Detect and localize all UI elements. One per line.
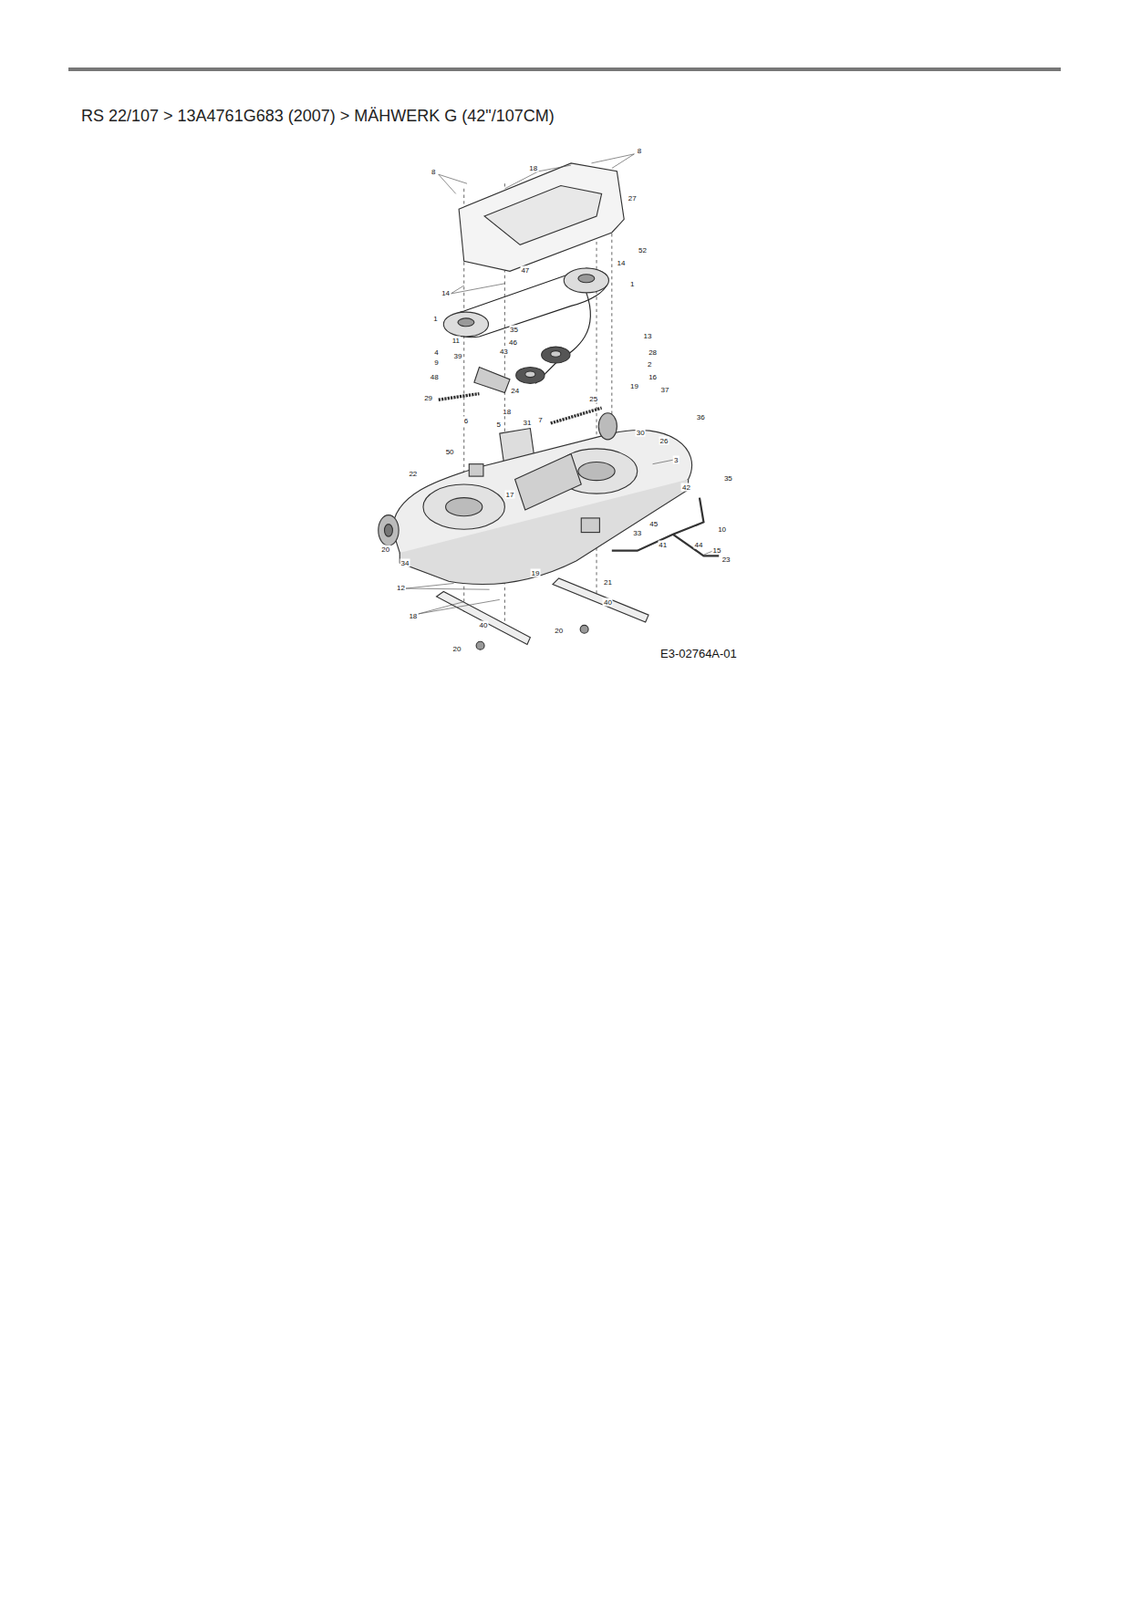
- callout-number: 14: [615, 259, 626, 268]
- callout-number: 40: [602, 597, 613, 606]
- callout-number: 14: [440, 288, 451, 297]
- callout-number: 12: [395, 583, 406, 592]
- callout-number: 48: [429, 372, 440, 381]
- callout-number: 18: [528, 164, 539, 173]
- callout-number: 35: [723, 474, 734, 483]
- callout-number: 5: [496, 420, 502, 429]
- callout-number: 20: [451, 644, 462, 654]
- callout-number: 21: [602, 578, 613, 587]
- callout-number: 46: [508, 337, 519, 346]
- callout-number: 25: [588, 394, 599, 404]
- drawing-number: E3-02764A-01: [659, 647, 738, 661]
- callout-number: 11: [451, 336, 461, 345]
- callout-number: 19: [629, 381, 640, 390]
- callout-number: 29: [423, 394, 434, 403]
- callout-number: 42: [681, 483, 692, 492]
- callout-number: 19: [530, 569, 541, 578]
- callout-number: 2: [646, 360, 653, 369]
- callout-number: 34: [399, 559, 410, 568]
- callout-number: 1: [432, 313, 438, 322]
- callout-number: 20: [380, 544, 391, 553]
- callout-number: 22: [407, 468, 418, 478]
- callout-number: 23: [721, 554, 732, 563]
- callout-number: 33: [632, 528, 643, 537]
- callout-number: 16: [647, 372, 658, 381]
- callout-number: 26: [658, 436, 669, 446]
- callout-number: 8: [430, 166, 436, 176]
- callout-number: 28: [647, 347, 658, 356]
- callout-number: 40: [478, 621, 489, 630]
- callout-number: 9: [433, 357, 439, 366]
- callout-number: 45: [648, 518, 659, 528]
- callout-number: 27: [627, 193, 638, 202]
- page-title: RS 22/107 > 13A4761G683 (2007) > MÄHWERK…: [81, 106, 555, 126]
- callout-number: 1: [629, 279, 635, 288]
- callout-number: 6: [463, 415, 469, 425]
- callout-number: 24: [509, 386, 520, 395]
- callout-number: 31: [522, 417, 533, 426]
- callout-number: 3: [673, 456, 679, 465]
- callout-number: 18: [407, 612, 418, 621]
- callout-number: 36: [695, 413, 706, 422]
- callout-number: 20: [553, 626, 564, 635]
- callout-number: 43: [498, 346, 509, 355]
- callout-number: 30: [635, 428, 646, 437]
- callout-number: 39: [453, 352, 464, 361]
- callout-number: 37: [660, 385, 671, 395]
- callout-number: 17: [505, 490, 516, 499]
- callout-number: 52: [637, 245, 648, 254]
- callout-number: 47: [519, 266, 530, 275]
- callout-number: 15: [712, 545, 723, 554]
- callout-number: 13: [643, 331, 654, 340]
- callout-number: 4: [433, 347, 439, 356]
- callout-number: 8: [636, 146, 643, 156]
- callout-number: 35: [508, 325, 519, 334]
- callout-number: 41: [657, 540, 668, 550]
- callout-number: 44: [693, 540, 704, 550]
- callout-number: 7: [537, 415, 543, 424]
- callout-number: 18: [501, 406, 512, 416]
- callout-number: 50: [445, 447, 456, 457]
- callout-number: 10: [716, 525, 727, 534]
